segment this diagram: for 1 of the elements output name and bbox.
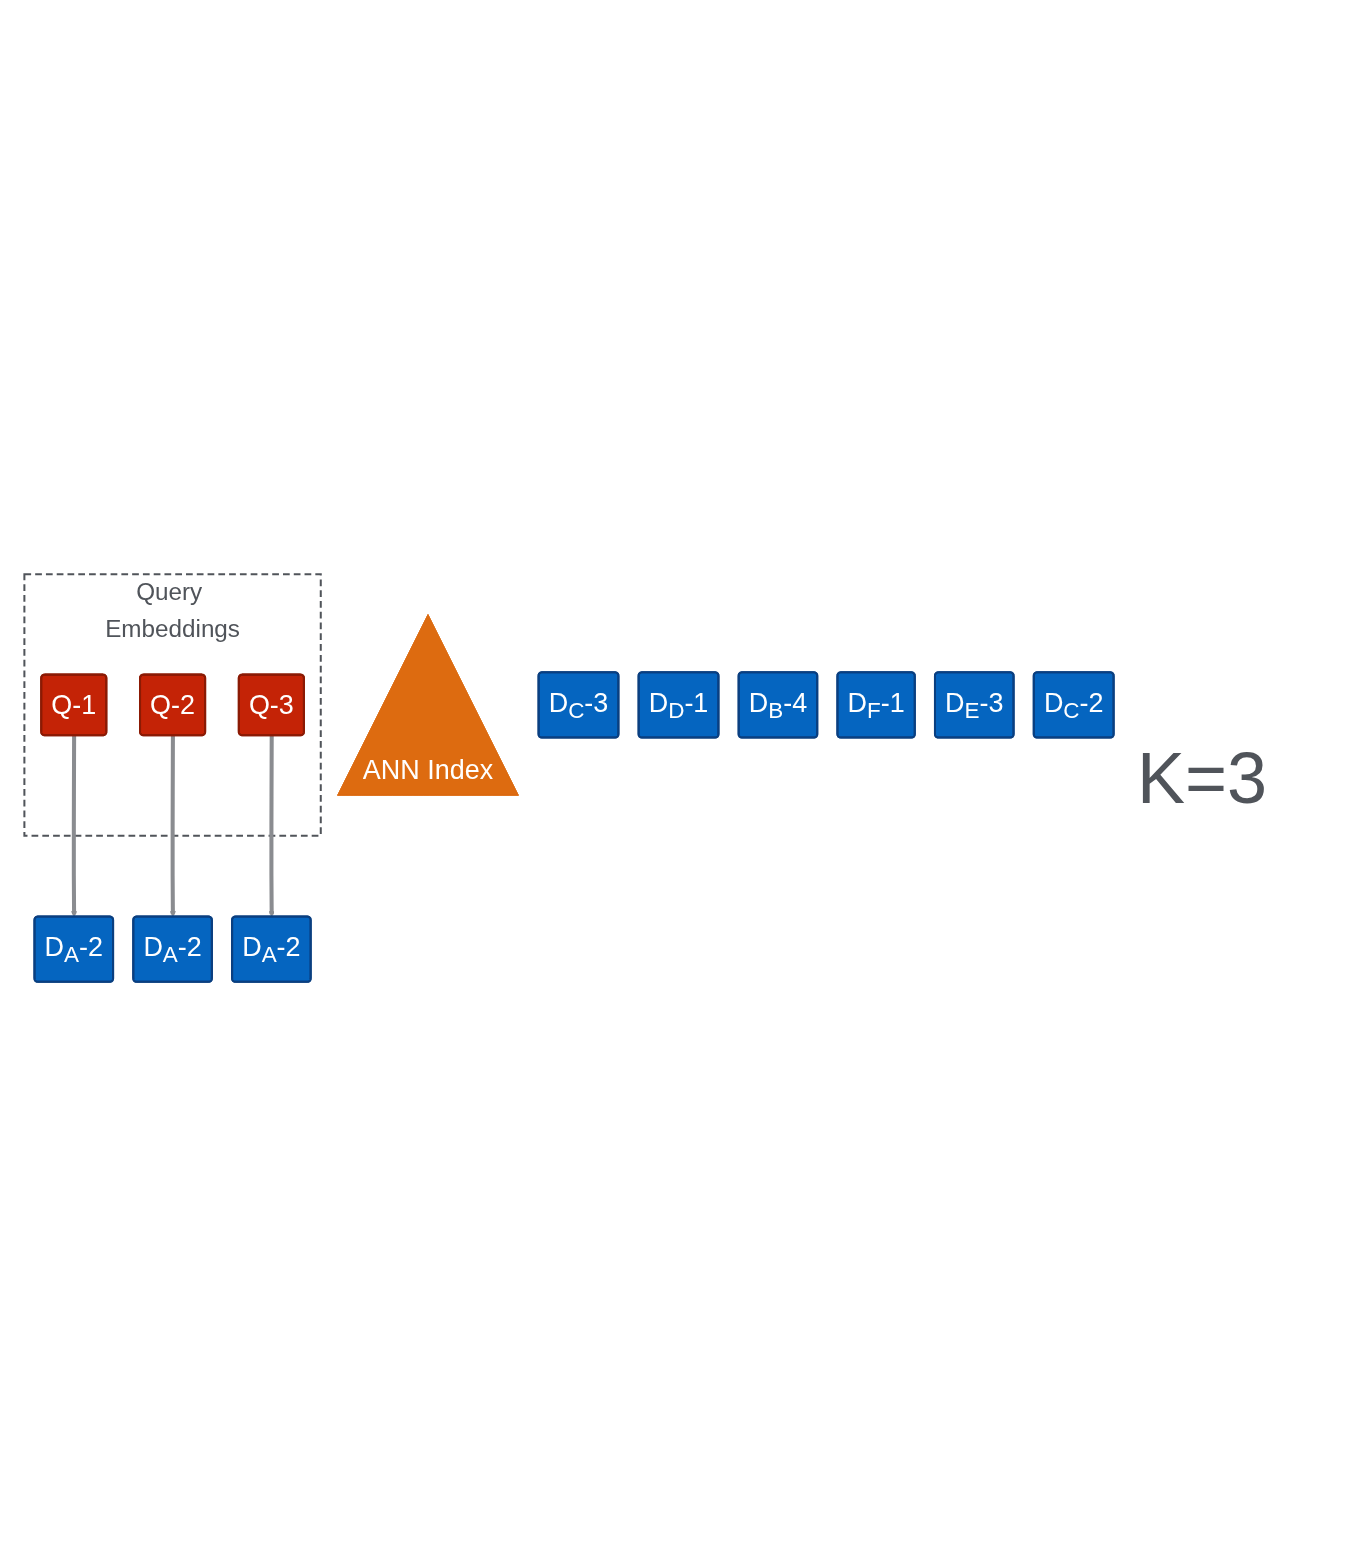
group-size-label: K=3	[1137, 737, 1269, 819]
